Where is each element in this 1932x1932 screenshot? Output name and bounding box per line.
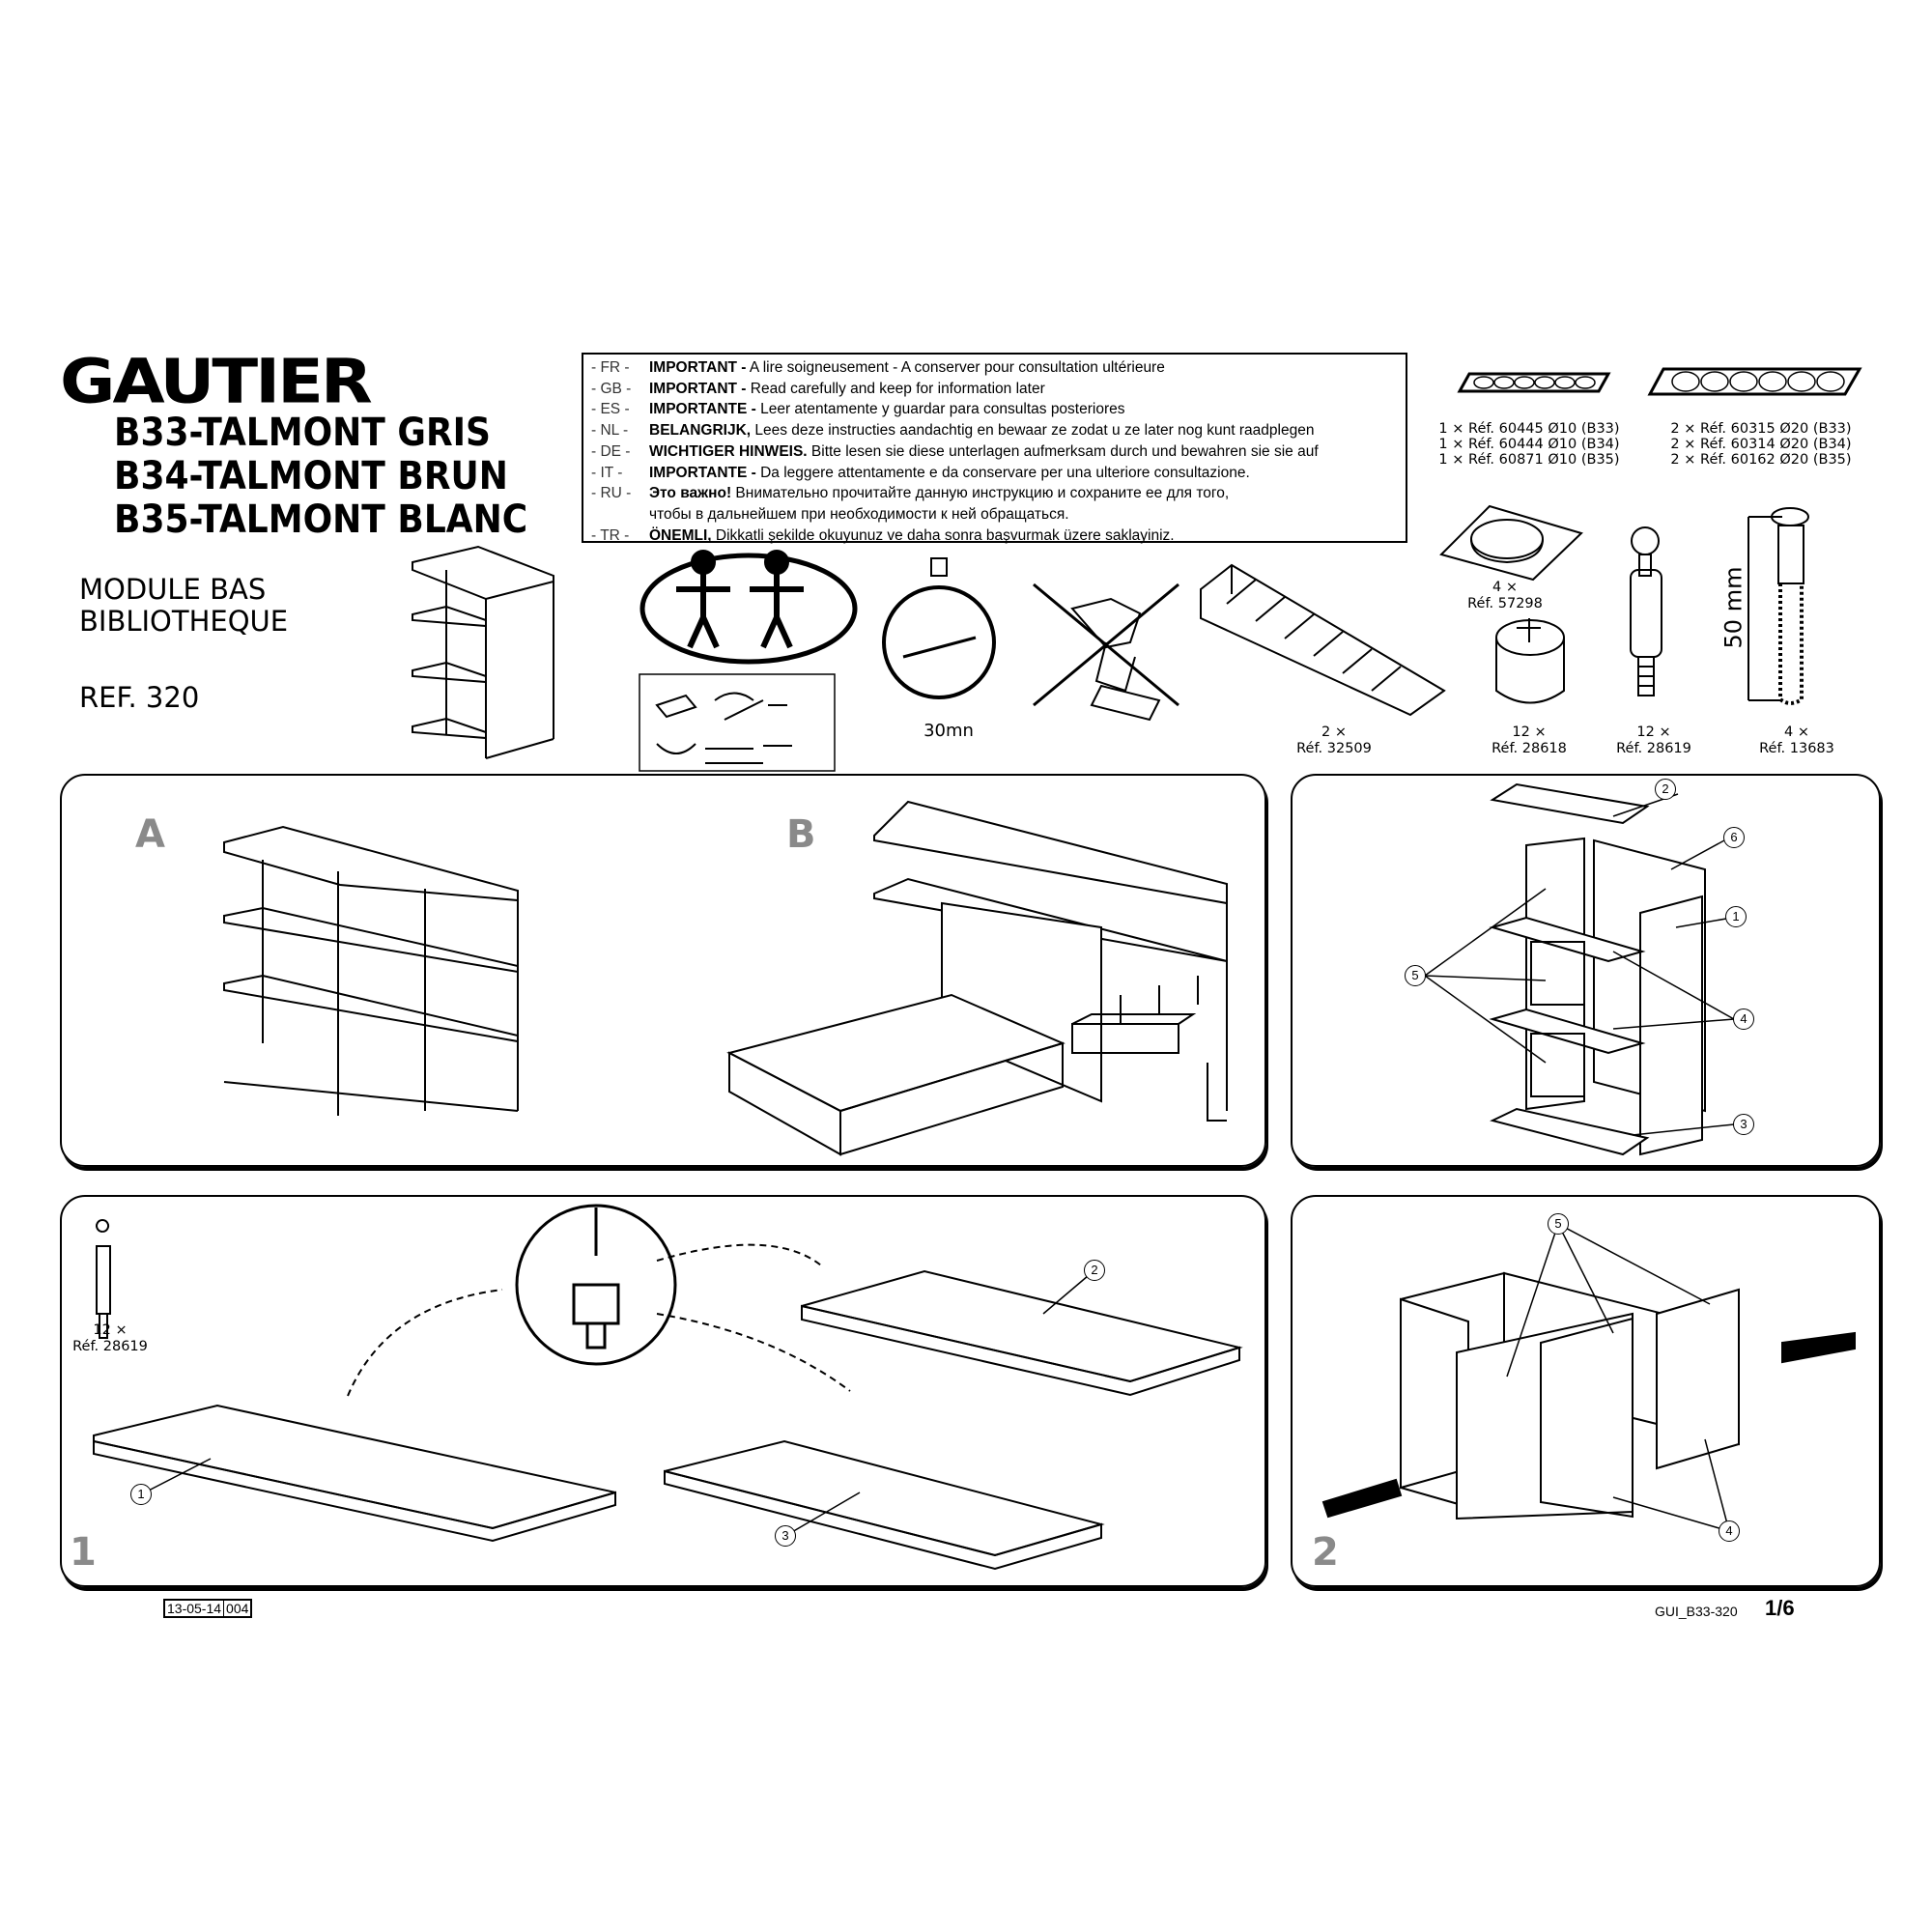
notice-line: - IT - IMPORTANTE - Da leggere attentamen… xyxy=(591,463,1406,484)
cam-bolt-icon xyxy=(1630,526,1662,696)
notice-line: - GB - IMPORTANT - Read carefully and kee… xyxy=(591,379,1406,400)
notice-line: - FR - IMPORTANT - A lire soigneusement -… xyxy=(591,357,1406,379)
model-title-b34: B34-TALMONT BRUN xyxy=(114,454,508,498)
stopwatch-icon xyxy=(882,557,996,699)
notice-line: чтобы в дальнейшем при необходимости к н… xyxy=(591,504,1406,526)
part-callout: 5 xyxy=(1548,1213,1569,1235)
config-b-label: B xyxy=(786,812,816,857)
overview-panel: A B xyxy=(60,774,1266,1167)
wedges-icon xyxy=(1200,563,1446,717)
model-title-b35: B35-TALMONT BLANC xyxy=(114,497,528,542)
language-code: - RU - xyxy=(591,485,632,502)
step1-diagram xyxy=(93,1204,1243,1571)
assembled-bookcase-config-a xyxy=(223,825,519,1116)
no-power-drill-icon xyxy=(1033,582,1179,722)
part-callout: 3 xyxy=(775,1525,796,1547)
revision-version: 004 xyxy=(223,1601,250,1616)
part-callout: 1 xyxy=(130,1484,152,1505)
bed-with-bookcases-config-b xyxy=(726,800,1228,1156)
notice-text: Это важно! Внимательно прочитайте данную… xyxy=(649,485,1230,502)
part-callout: 4 xyxy=(1733,1009,1754,1030)
model-title-b33: B33-TALMONT GRIS xyxy=(114,411,491,455)
large-caps-refs: 2 × Réf. 60315 Ø20 (B33) 2 × Réf. 60314 … xyxy=(1670,421,1851,468)
cap-ref: 2 × Réf. 60162 Ø20 (B35) xyxy=(1670,452,1852,468)
notice-line: - TR - ÖNEMLI, Dikkatli şekilde okuyunuz … xyxy=(591,526,1406,547)
notice-text: WICHTIGER HINWEIS. Bitte lesen sie diese… xyxy=(649,442,1319,460)
cap-ref: 1 × Réf. 60444 Ø10 (B34) xyxy=(1438,437,1620,452)
step1-hardware-label: 12 ×Réf. 28619 xyxy=(72,1322,148,1354)
notice-text: чтобы в дальнейшем при необходимости к н… xyxy=(649,505,1069,523)
notice-line: - ES - IMPORTANTE - Leer atentamente y gu… xyxy=(591,399,1406,420)
notice-text: IMPORTANTE - Leer atentamente y guardar … xyxy=(649,401,1125,418)
exploded-parts-diagram xyxy=(1424,782,1735,1156)
hardware-screw-label: 4 ×Réf. 13683 xyxy=(1759,724,1834,756)
language-code: - DE - xyxy=(591,442,631,460)
parts-panel xyxy=(1291,774,1881,1167)
module-type: BIBLIOTHEQUE xyxy=(79,605,289,638)
gautier-logo: GAUTIER xyxy=(60,346,373,417)
config-a-label: A xyxy=(135,812,165,857)
part-callout: 2 xyxy=(1655,779,1676,800)
bookcase-thumbnail xyxy=(412,545,554,759)
notice-text: ÖNEMLI, Dikkatli şekilde okuyunuz ve dah… xyxy=(649,526,1175,544)
tools-icon xyxy=(639,673,836,772)
notice-line: - DE - WICHTIGER HINWEIS. Bitte lesen sie… xyxy=(591,441,1406,463)
part-callout: 3 xyxy=(1733,1114,1754,1135)
notice-line: - NL - BELANGRIJK, Lees deze instructies … xyxy=(591,420,1406,441)
multilingual-notice-box: - FR - IMPORTANT - A lire soigneusement -… xyxy=(582,353,1407,544)
cover-caps-small-icon xyxy=(1457,372,1611,393)
cap-ref: 2 × Réf. 60315 Ø20 (B33) xyxy=(1670,421,1852,437)
part-callout: 5 xyxy=(1405,965,1426,986)
two-person-assembly-icon xyxy=(639,550,858,665)
cap-ref: 1 × Réf. 60871 Ø10 (B35) xyxy=(1438,452,1620,468)
language-code: - IT - xyxy=(591,464,623,481)
hardware-felt-pad-label: 4 ×Réf. 57298 xyxy=(1467,580,1543,611)
document-code: GUI_B33-320 xyxy=(1655,1604,1738,1619)
assembly-time-label: 30mn xyxy=(923,721,974,741)
revision-box: 13-05-14 004 xyxy=(163,1599,253,1618)
module-name: MODULE BAS xyxy=(79,573,267,606)
revision-date: 13-05-14 xyxy=(167,1601,222,1616)
felt-pad-icon xyxy=(1439,504,1583,582)
notice-text: IMPORTANTE - Da leggere attentamente e d… xyxy=(649,464,1250,481)
cap-ref: 2 × Réf. 60314 Ø20 (B34) xyxy=(1670,437,1852,452)
step2-diagram xyxy=(1321,1223,1856,1532)
language-code: - ES - xyxy=(591,401,630,418)
part-callout: 6 xyxy=(1723,827,1745,848)
small-caps-refs: 1 × Réf. 60445 Ø10 (B33) 1 × Réf. 60444 … xyxy=(1438,421,1619,468)
step-number: 2 xyxy=(1312,1530,1339,1575)
cam-lock-icon xyxy=(1495,618,1565,704)
language-code xyxy=(591,504,649,526)
long-screw-icon xyxy=(1747,507,1809,705)
notice-line: - RU - Это важно! Внимательно прочитайте … xyxy=(591,483,1406,504)
cover-caps-large-icon xyxy=(1647,367,1862,396)
cap-ref: 1 × Réf. 60445 Ø10 (B33) xyxy=(1438,421,1620,437)
part-callout: 1 xyxy=(1725,906,1747,927)
language-code: - NL - xyxy=(591,422,629,440)
language-code: - TR - xyxy=(591,526,630,544)
step-number: 1 xyxy=(70,1530,97,1575)
part-callout: 2 xyxy=(1084,1260,1105,1281)
language-code: - GB - xyxy=(591,380,632,397)
reference-number: REF. 320 xyxy=(79,681,200,714)
part-callout: 4 xyxy=(1719,1520,1740,1542)
page-number: 1/6 xyxy=(1765,1596,1795,1620)
step-2-panel: 2 xyxy=(1291,1195,1881,1587)
notice-text: IMPORTANT - Read carefully and keep for … xyxy=(649,380,1045,397)
screw-length-label: 50 mm xyxy=(1719,566,1747,649)
notice-text: BELANGRIJK, Lees deze instructies aandac… xyxy=(649,422,1315,440)
hardware-cam-bolt-label: 12 ×Réf. 28619 xyxy=(1616,724,1691,756)
language-code: - FR - xyxy=(591,359,630,376)
step-1-panel: 1 12 ×Réf. 28619 xyxy=(60,1195,1266,1587)
notice-text: IMPORTANT - A lire soigneusement - A con… xyxy=(649,359,1165,376)
hardware-cam-lock-label: 12 ×Réf. 28618 xyxy=(1492,724,1567,756)
hardware-wedges-label: 2 ×Réf. 32509 xyxy=(1296,724,1372,756)
